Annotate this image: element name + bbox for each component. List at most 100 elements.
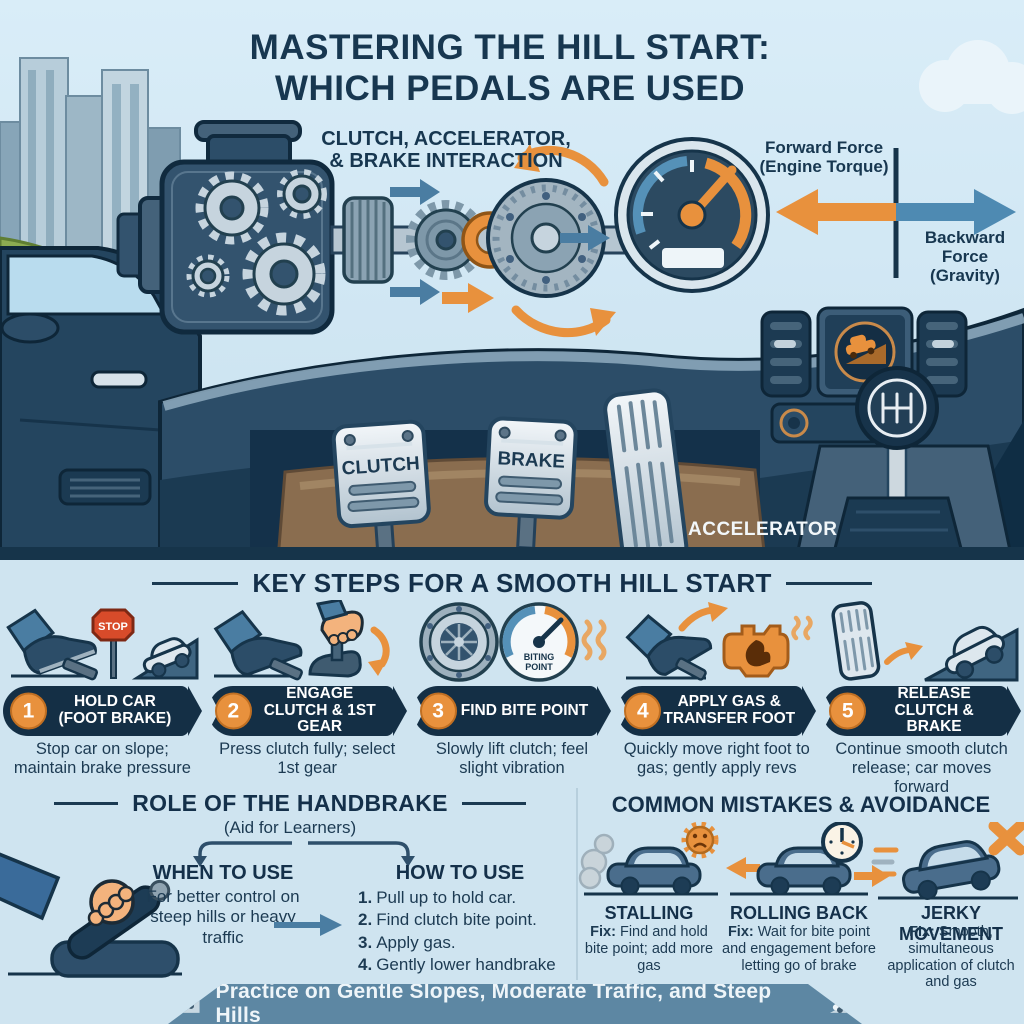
- force-diagram: [776, 148, 1016, 278]
- step-banner-4: 4 APPLY GAS & TRANSFER FOOT: [617, 686, 804, 736]
- forward-force-label: Forward Force (Engine Torque): [759, 138, 889, 177]
- step2-clutch-and-gear-icon: [213, 600, 390, 681]
- mistake-fix: FIx: Smooth, simultaneous application of…: [887, 924, 1015, 991]
- step5-accelerate-uphill-icon: [831, 601, 1019, 682]
- engine-warning-icon: [722, 624, 790, 678]
- step4-gas-engine-icon: [625, 602, 813, 681]
- stalling-car-icon: [578, 822, 719, 896]
- accelerator-pedal-icon: [831, 601, 880, 681]
- handbrake-illustration: [0, 852, 182, 978]
- common-mistakes-fixes: Fix: Find and hold bite point; add more …: [578, 924, 1024, 991]
- common-mistakes-icons-row: [578, 822, 1024, 900]
- gear-drum-icon: [342, 196, 394, 284]
- step-title: APPLY GAS & TRANSFER FOOT: [663, 693, 796, 727]
- clock-icon: [821, 822, 863, 863]
- biting-point-gauge-icon: BITING POINT: [499, 602, 579, 682]
- mistake-title: STALLING: [604, 903, 694, 923]
- section-divider-band: [0, 547, 1024, 560]
- how-step-3: 3.Apply gas.: [358, 932, 456, 952]
- step-number: 5: [829, 692, 867, 730]
- step-description: Slowly lift clutch; feel slight vibratio…: [435, 740, 589, 777]
- step-number: 4: [624, 692, 662, 730]
- door-handle-icon: [90, 370, 148, 389]
- key-steps-descriptions-row: Stop car on slope; maintain brake pressu…: [0, 740, 1024, 796]
- center-console: [760, 306, 1024, 560]
- car-on-slope-icon: [168, 993, 202, 1015]
- accelerator-pedal-label: ACCELERATOR: [688, 519, 838, 540]
- step-banner-2: 2 ENGAGE CLUTCH & 1ST GEAR: [207, 684, 394, 736]
- split-bracket-lines: [193, 841, 415, 867]
- brake-pedal-label: BRAKE: [497, 448, 566, 473]
- how-step-1: 1.Pull up to hold car.: [358, 888, 517, 907]
- cloud-icon: [919, 40, 1024, 114]
- step3-bite-point-gauge-icon: BITING POINT: [419, 602, 607, 682]
- jerky-movement-car-icon: [871, 822, 1024, 900]
- step-description: Continue smooth clutch release; car move…: [835, 740, 1008, 796]
- x-mark-icon: [988, 822, 1024, 856]
- key-steps-section: KEY STEPS FOR A SMOOTH HILL START: [0, 562, 1024, 796]
- mistake-title: ROLLING BACK: [730, 903, 868, 923]
- when-to-use-title: WHEN TO USE: [152, 862, 294, 884]
- flow-arrows: [390, 144, 616, 338]
- vibration-lines-icon: [791, 615, 813, 641]
- car-interior-scene: CLUTCH BRAKE: [0, 0, 1024, 560]
- step-description: Quickly move right foot to gas; gently a…: [623, 740, 810, 777]
- stop-sign-icon: STOP: [91, 608, 135, 679]
- step-banner-3: 3 FIND BITE POINT: [412, 686, 599, 736]
- common-mistakes-heading: COMMON MISTAKES & AVOIDANCE: [611, 792, 991, 817]
- clutch-pedal: CLUTCH: [331, 419, 431, 554]
- step-number: 1: [10, 692, 47, 730]
- step-number: 2: [214, 692, 252, 730]
- mistake-fix: Fix: Wait for bite point and engagement …: [722, 924, 876, 974]
- svg-text:STOP: STOP: [99, 621, 129, 633]
- handbrake-when-column: WHEN TO USE For better control on steep …: [128, 862, 318, 948]
- section-vertical-divider: [576, 788, 578, 980]
- common-mistakes-titles: STALLING ROLLING BACK JERKY MOVEMENT: [578, 903, 1024, 945]
- stall-warning-gear-icon: [681, 822, 719, 859]
- hand-on-shifter-icon: [308, 600, 364, 678]
- when-to-use-text: For better control on steep hills or hea…: [146, 887, 300, 947]
- handbrake-how-column: HOW TO USE 1.Pull up to hold car. 2.Find…: [348, 862, 572, 977]
- step-title: HOLD CAR (FOOT BRAKE): [58, 693, 172, 727]
- how-step-4: 4.Gently lower handbrake: [358, 955, 556, 975]
- sleeve: [0, 852, 61, 921]
- gears-icon: [186, 169, 327, 316]
- air-vent-icon: [760, 310, 812, 398]
- step-number: 3: [419, 692, 457, 730]
- car-on-slope-icon: [828, 993, 862, 1015]
- forward-force-arrow: [776, 189, 896, 235]
- hand-icon: [87, 879, 135, 927]
- how-step-2: 2.Find clutch bite point.: [358, 910, 537, 930]
- car-on-slope-icon: [132, 637, 199, 680]
- key-steps-banners-row: 1 HOLD CAR (FOOT BRAKE) 2 ENGAGE CLUTCH …: [0, 684, 1024, 736]
- key-steps-heading: KEY STEPS FOR A SMOOTH HILL START: [0, 568, 1024, 599]
- car-on-slope-icon: [923, 625, 1019, 682]
- step-description: Press clutch fully; select 1st gear: [219, 740, 396, 777]
- right-arrow-icon: [854, 865, 890, 887]
- tachometer-gauge-icon: [614, 137, 770, 293]
- side-mirror-icon: [0, 312, 60, 344]
- svg-text:BITING: BITING: [524, 652, 555, 662]
- backward-force-arrow: [896, 189, 1016, 235]
- right-arrow-icon: [274, 914, 342, 936]
- step1-foot-brake-stop-icon: STOP: [6, 608, 199, 681]
- page-title: MASTERING THE HILL START: WHICH PEDALS A…: [120, 28, 900, 109]
- title-line-1: MASTERING THE HILL START:: [249, 28, 771, 67]
- step-description: Stop car on slope; maintain brake pressu…: [13, 740, 191, 777]
- how-to-use-title: HOW TO USE: [395, 862, 525, 884]
- vibration-lines-icon: [581, 619, 607, 661]
- step-title: ENGAGE CLUTCH & 1ST GEAR: [263, 684, 376, 736]
- mistake-title: JERKY MOVEMENT: [898, 903, 1003, 944]
- key-steps-icons-row: STOP: [0, 598, 1024, 684]
- clutch-plate-icon: [419, 602, 499, 682]
- air-vent-icon: [916, 310, 968, 398]
- step-title: RELEASE CLUTCH & BRAKE: [894, 684, 974, 736]
- footer-banner: Practice on Gentle Slopes, Moderate Traf…: [168, 984, 862, 1024]
- interaction-diagram-label: CLUTCH, ACCELERATOR, & BRAKE INTERACTION: [321, 128, 571, 172]
- handbrake-heading: ROLE OF THE HANDBRAKE: [40, 790, 540, 817]
- engine-gearbox-clutch-diagram: [116, 120, 634, 338]
- hill-start-display: [816, 306, 914, 398]
- step-title: FIND BITE POINT: [460, 701, 589, 719]
- svg-text:POINT: POINT: [525, 662, 553, 672]
